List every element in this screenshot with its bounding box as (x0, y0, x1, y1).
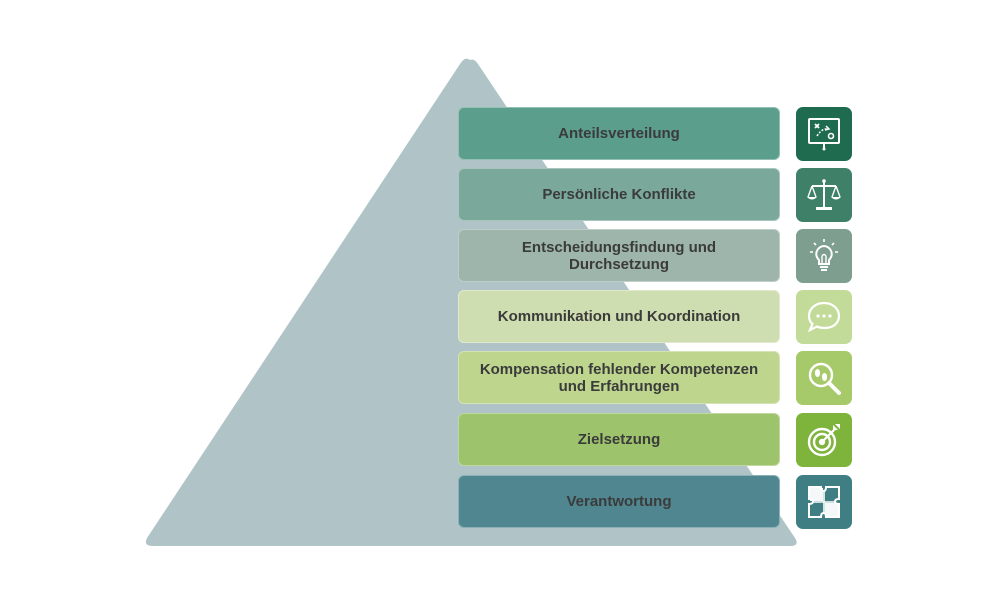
strategy-board-icon (808, 118, 840, 151)
puzzle-icon (808, 486, 840, 518)
layer-label: Kommunikation und Koordination (497, 308, 741, 325)
layer-zielsetzung: Zielsetzung (458, 413, 780, 466)
target-icon (807, 424, 840, 457)
layer-label: Zielsetzung (577, 431, 661, 448)
lightbulb-icon (810, 239, 838, 271)
tile-target (796, 413, 852, 467)
layer-label: Verantwortung (566, 493, 672, 510)
tile-speech-bubble (796, 290, 852, 344)
layer-verantwortung: Verantwortung (458, 475, 780, 528)
layer-label: Kompensation fehlender Kompetenzen und E… (479, 360, 759, 395)
tile-puzzle (796, 475, 852, 529)
scales-icon (807, 179, 841, 210)
tile-lightbulb (796, 229, 852, 283)
layer-persoenliche-konflikte: Persönliche Konflikte (458, 168, 780, 221)
layer-kommunikation: Kommunikation und Koordination (458, 290, 780, 343)
layer-label: Entscheidungsfindung und Durchsetzung (521, 238, 717, 273)
layer-kompensation: Kompensation fehlender Kompetenzen und E… (458, 351, 780, 404)
layer-label: Anteilsverteilung (558, 125, 680, 142)
tile-strategy-board (796, 107, 852, 161)
speech-bubble-icon (807, 301, 841, 333)
tile-scales (796, 168, 852, 222)
tile-magnifier (796, 351, 852, 405)
layer-anteilsverteilung: Anteilsverteilung (458, 107, 780, 160)
magnifier-icon (808, 362, 841, 395)
layer-entscheidungsfindung: Entscheidungsfindung und Durchsetzung (458, 229, 780, 282)
layer-label: Persönliche Konflikte (542, 186, 696, 203)
